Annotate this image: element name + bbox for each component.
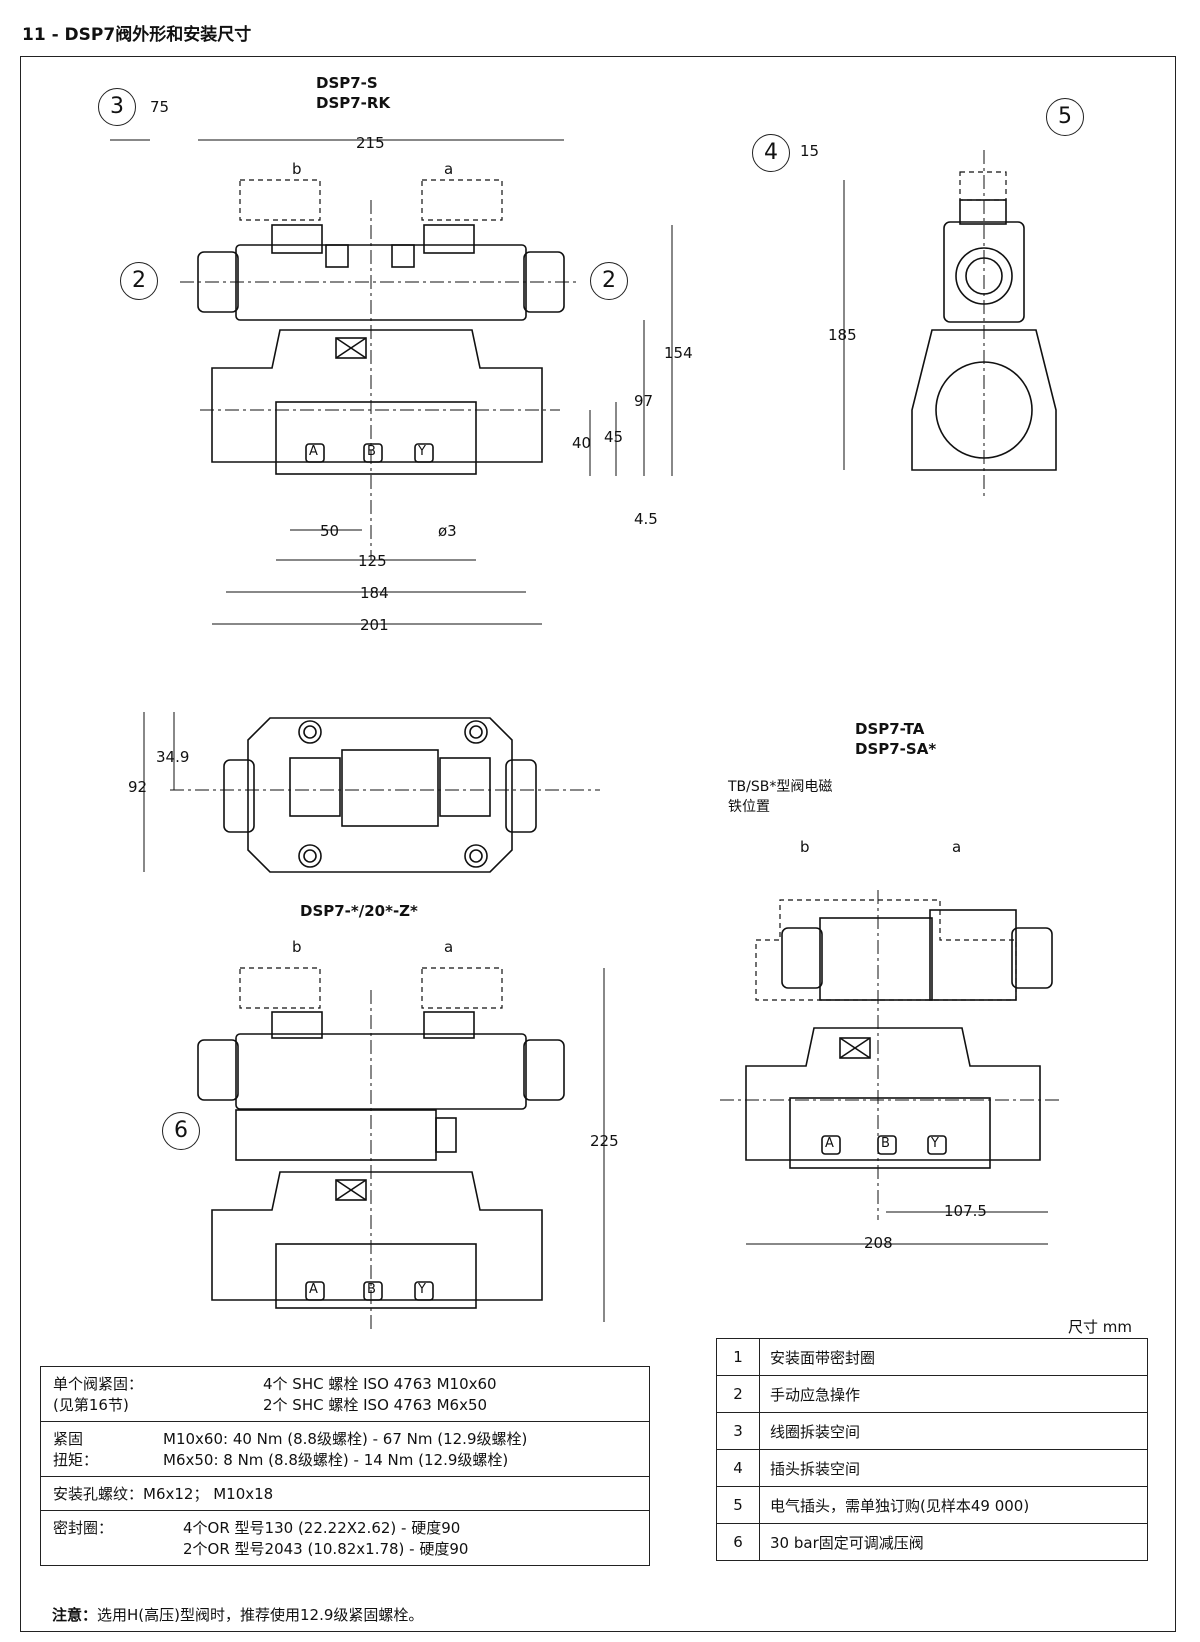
label-b-2: b — [800, 838, 810, 856]
key-text: 电气插头，需单独订购(见样本49 000) — [759, 1486, 1148, 1524]
footnote-label: 注意： — [52, 1606, 98, 1624]
dim-201: 201 — [360, 616, 389, 634]
callout-3: 3 — [98, 88, 136, 126]
key-number: 1 — [716, 1338, 760, 1376]
dim-208: 208 — [864, 1234, 893, 1252]
spec-torque-value-2: M6x50: 8 Nm (8.8级螺栓) - 14 Nm (12.9级螺栓) — [163, 1451, 509, 1469]
footnote: 注意：选用H(高压)型阀时，推荐使用12.9级紧固螺栓。 — [52, 1604, 423, 1625]
view-side — [843, 150, 1057, 500]
section-title: 11 - DSP7阀外形和安装尺寸 — [22, 25, 252, 45]
dim-50: 50 — [320, 522, 340, 540]
dim-225: 225 — [590, 1132, 619, 1150]
label-b-1: b — [292, 160, 302, 178]
key-text: 安装面带密封圈 — [759, 1338, 1148, 1376]
dim-3: ø3 — [438, 522, 457, 540]
label-b-3: b — [292, 938, 302, 956]
spec-fastening-label-1: 单个阀紧固： — [53, 1375, 144, 1393]
dim-215: 215 — [356, 134, 385, 152]
view1-title-rk: DSP7-RK — [316, 94, 391, 112]
view-dsp7-z — [197, 967, 605, 1330]
view2-title-ta: DSP7-TA — [855, 720, 925, 738]
callout-2-right: 2 — [590, 262, 628, 300]
key-number: 6 — [716, 1523, 760, 1561]
spec-fastening-value-2: 2个 SHC 螺栓 ISO 4763 M6x50 — [263, 1396, 488, 1414]
spec-torque-label-1: 紧固 — [53, 1430, 84, 1448]
spec-row-torque: 紧固 M10x60: 40 Nm (8.8级螺栓) - 67 Nm (12.9级螺… — [40, 1421, 650, 1477]
spec-thread-text: 安装孔螺纹：M6x12； M10x18 — [40, 1476, 650, 1511]
dim-185: 185 — [828, 326, 857, 344]
key-number: 4 — [716, 1449, 760, 1487]
port-b-1: B — [367, 444, 376, 459]
port-a-3: A — [309, 1282, 318, 1297]
key-text: 线圈拆装空间 — [759, 1412, 1148, 1450]
port-y-1: Y — [418, 444, 426, 459]
view-front-dsp7-s — [110, 139, 673, 625]
view2-title-sa: DSP7-SA* — [855, 740, 937, 758]
spec-fastening-value-1: 4个 SHC 螺栓 ISO 4763 M10x60 — [263, 1375, 497, 1393]
spec-seals-label: 密封圈： — [53, 1519, 114, 1537]
spec-torque-label-2: 扭矩： — [53, 1451, 99, 1469]
key-text: 手动应急操作 — [759, 1375, 1148, 1413]
dim-4-5: 4.5 — [634, 510, 658, 528]
dim-40: 40 — [572, 434, 592, 452]
dim-97: 97 — [634, 392, 654, 410]
view2-note-1: TB/SB*型阀电磁 — [728, 779, 833, 795]
label-a-3: a — [444, 938, 454, 956]
key-number: 3 — [716, 1412, 760, 1450]
dim-184: 184 — [360, 584, 389, 602]
dim-15: 15 — [800, 142, 820, 160]
dim-125: 125 — [358, 552, 387, 570]
spec-row-fastening: 单个阀紧固： 4个 SHC 螺栓 ISO 4763 M10x60 (见第16节) 2… — [40, 1366, 650, 1422]
key-number: 5 — [716, 1486, 760, 1524]
unit-label: 尺寸 mm — [1068, 1318, 1132, 1336]
port-y-3: Y — [418, 1282, 426, 1297]
drawing-frame — [20, 56, 1176, 1632]
view3-title: DSP7-*/20*-Z* — [300, 902, 418, 920]
view-dsp7-ta — [720, 890, 1060, 1245]
spec-seals-value-2: 2个OR 型号2043 (10.82x1.78) - 硬度90 — [183, 1540, 469, 1558]
port-a-2: A — [825, 1136, 834, 1151]
spec-table: 单个阀紧固： 4个 SHC 螺栓 ISO 4763 M10x60 (见第16节) 2… — [40, 1366, 650, 1566]
dim-45: 45 — [604, 428, 624, 446]
view1-title-s: DSP7-S — [316, 74, 378, 92]
view-top — [143, 712, 600, 873]
footnote-text: 选用H(高压)型阀时，推荐使用12.9级紧固螺栓。 — [97, 1606, 424, 1624]
key-text: 插头拆装空间 — [759, 1449, 1148, 1487]
callout-2-left: 2 — [120, 262, 158, 300]
spec-seals-value-1: 4个OR 型号130 (22.22X2.62) - 硬度90 — [183, 1519, 461, 1537]
spec-torque-value-1: M10x60: 40 Nm (8.8级螺栓) - 67 Nm (12.9级螺栓) — [163, 1430, 528, 1448]
port-a-1: A — [309, 444, 318, 459]
port-y-2: Y — [931, 1136, 939, 1151]
dim-107-5: 107.5 — [944, 1202, 987, 1220]
key-number: 2 — [716, 1375, 760, 1413]
label-a-2: a — [952, 838, 962, 856]
view2-note-2: 铁位置 — [728, 799, 770, 815]
port-b-3: B — [367, 1282, 376, 1297]
spec-row-thread: 安装孔螺纹：M6x12； M10x18 — [40, 1476, 650, 1511]
dim-92: 92 — [128, 778, 148, 796]
callout-4: 4 — [752, 134, 790, 172]
dim-34-9: 34.9 — [156, 748, 190, 766]
dim-75: 75 — [150, 98, 170, 116]
callout-5: 5 — [1046, 98, 1084, 136]
label-a-1: a — [444, 160, 454, 178]
callout-6: 6 — [162, 1112, 200, 1150]
spec-fastening-label-2: (见第16节) — [53, 1396, 129, 1414]
key-text: 30 bar固定可调减压阀 — [759, 1523, 1148, 1561]
spec-row-seals: 密封圈： 4个OR 型号130 (22.22X2.62) - 硬度90 2个OR … — [40, 1510, 650, 1566]
dim-154: 154 — [664, 344, 693, 362]
port-b-2: B — [881, 1136, 890, 1151]
